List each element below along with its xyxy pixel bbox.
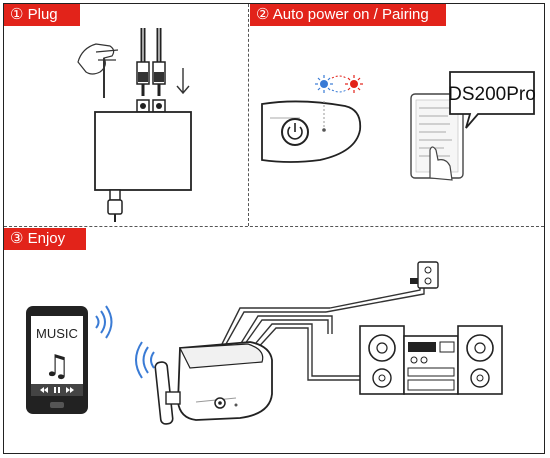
power-button-icon [281, 118, 309, 146]
device-name-bubble: DS200Pro [448, 71, 536, 129]
blue-led-blink-icon [315, 75, 333, 93]
receiver-box [94, 111, 192, 191]
pairing-illustration: DS200Pro [261, 71, 536, 181]
led-indicator [322, 128, 326, 132]
smartphone: MUSIC ♫ [26, 306, 88, 414]
panel-divider-vertical [248, 4, 249, 226]
antenna-connector [107, 189, 123, 222]
playback-controls-icon [40, 387, 74, 393]
power-outlet-icon [410, 261, 439, 289]
music-note-icon: ♫ [44, 349, 71, 384]
rca-cables [136, 28, 166, 96]
step-3-label: ③ Enjoy [4, 228, 86, 250]
stereo-system [359, 325, 503, 395]
left-speaker [359, 325, 405, 395]
right-speaker [457, 325, 503, 395]
hand-icon [77, 43, 119, 98]
step-2-label: ② Auto power on / Pairing [250, 4, 446, 26]
receiver-front [261, 100, 362, 163]
device-name-text: DS200Pro [448, 84, 536, 105]
enjoy-illustration: MUSIC ♫ [26, 261, 503, 425]
down-arrow-icon [176, 68, 190, 95]
phone-signal-icon [95, 305, 113, 339]
bluetooth-receiver [177, 341, 273, 421]
red-led-blink-icon [345, 75, 363, 93]
plug-illustration [77, 28, 192, 222]
antenna [154, 361, 181, 425]
step-1-label: ① Plug [4, 4, 80, 26]
music-app-label: MUSIC [36, 326, 78, 341]
amplifier [403, 335, 459, 395]
phone-settings-icon [410, 93, 464, 181]
rca-jacks [136, 99, 166, 113]
receiver-signal-icon [135, 341, 155, 379]
outer-frame [3, 3, 545, 454]
panel-divider-horizontal [4, 226, 544, 227]
